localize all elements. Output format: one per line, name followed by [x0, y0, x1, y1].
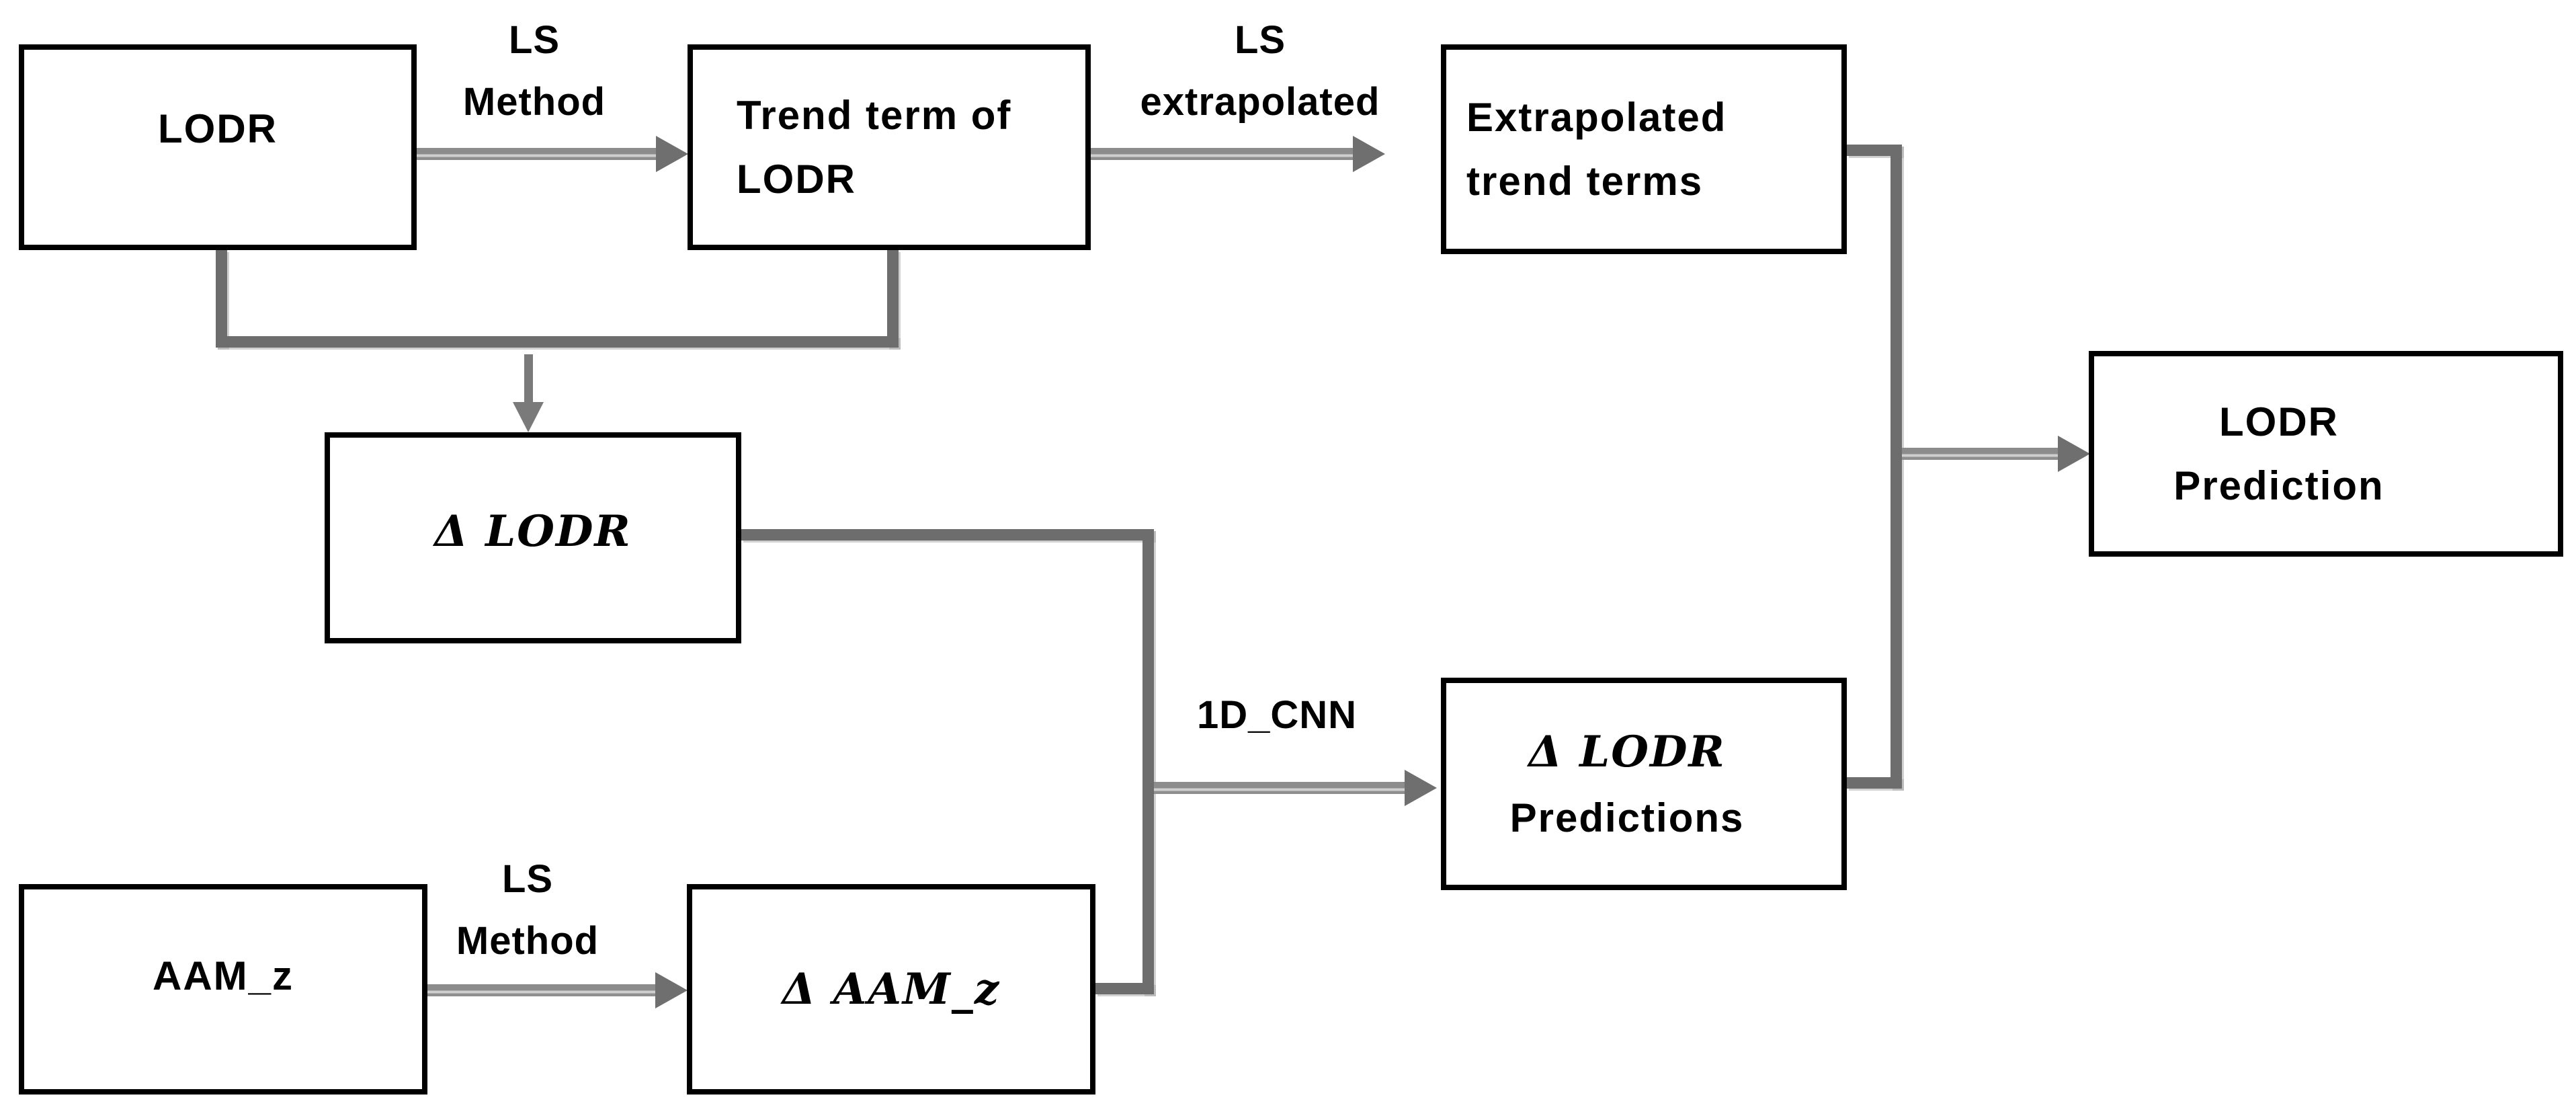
node-delta-lodr-predictions-line1: Δ LODR [1528, 726, 1726, 777]
arrow-ls-extrapolated-shaft [1091, 148, 1353, 160]
arrow-right-icon [2058, 436, 2090, 472]
node-delta-aam-z-label: Δ AAM_z [782, 964, 1001, 1014]
connector-delta-lodr-right [741, 529, 1154, 541]
node-delta-lodr-predictions: Δ LODR Predictions [1441, 678, 1847, 890]
node-lodr-prediction: LODR Prediction [2089, 351, 2563, 557]
node-delta-lodr: Δ LODR [325, 432, 741, 643]
node-trend-term-label: Trend term of LODR [737, 93, 1012, 202]
node-lodr-label: LODR [158, 106, 278, 151]
edge-label-ls-extrapolated: LS extrapolated [1140, 18, 1380, 124]
arrow-to-lodr-prediction-shaft [1902, 448, 2058, 460]
node-extrapolated-trend-terms: Extrapolated trend terms [1441, 44, 1847, 254]
connector-trend-term-down [887, 250, 899, 348]
connector-join-horizontal [216, 336, 899, 348]
arrow-right-icon [1405, 770, 1437, 806]
node-lodr: LODR [19, 44, 417, 250]
arrow-ls-method-top-shaft [417, 148, 656, 160]
node-aam-z: AAM_z [19, 884, 427, 1095]
arrow-right-icon [655, 972, 688, 1008]
arrow-right-icon [656, 136, 688, 172]
arrow-ls-method-bottom-shaft [427, 984, 655, 996]
node-extrapolated-label: Extrapolated trend terms [1466, 95, 1727, 204]
node-delta-lodr-predictions-line2: Predictions [1509, 795, 1745, 840]
connector-lodr-down [216, 250, 227, 348]
arrow-right-icon [1353, 136, 1385, 172]
node-delta-aam-z: Δ AAM_z [687, 884, 1095, 1095]
connector-predictions-right [1847, 777, 1902, 789]
arrow-down-icon [513, 402, 544, 432]
connector-delta-aam-z-right [1095, 983, 1154, 994]
edge-label-ls-method-bottom: LS Method [456, 857, 599, 963]
node-trend-term-of-lodr: Trend term of LODR [688, 44, 1091, 250]
connector-middle-vertical [1142, 529, 1154, 994]
connector-extrapolated-right [1847, 145, 1902, 156]
node-aam-z-label: AAM_z [152, 953, 294, 998]
edge-label-ls-method-top: LS Method [462, 18, 606, 124]
node-delta-lodr-label: Δ LODR [434, 506, 632, 557]
connector-right-vertical [1891, 145, 1902, 789]
node-lodr-prediction-label: LODR Prediction [2173, 399, 2384, 508]
arrow-down-to-delta-lodr-shaft [524, 354, 533, 403]
edge-label-1d-cnn: 1D_CNN [1196, 693, 1358, 737]
arrow-1d-cnn-shaft [1154, 782, 1405, 794]
